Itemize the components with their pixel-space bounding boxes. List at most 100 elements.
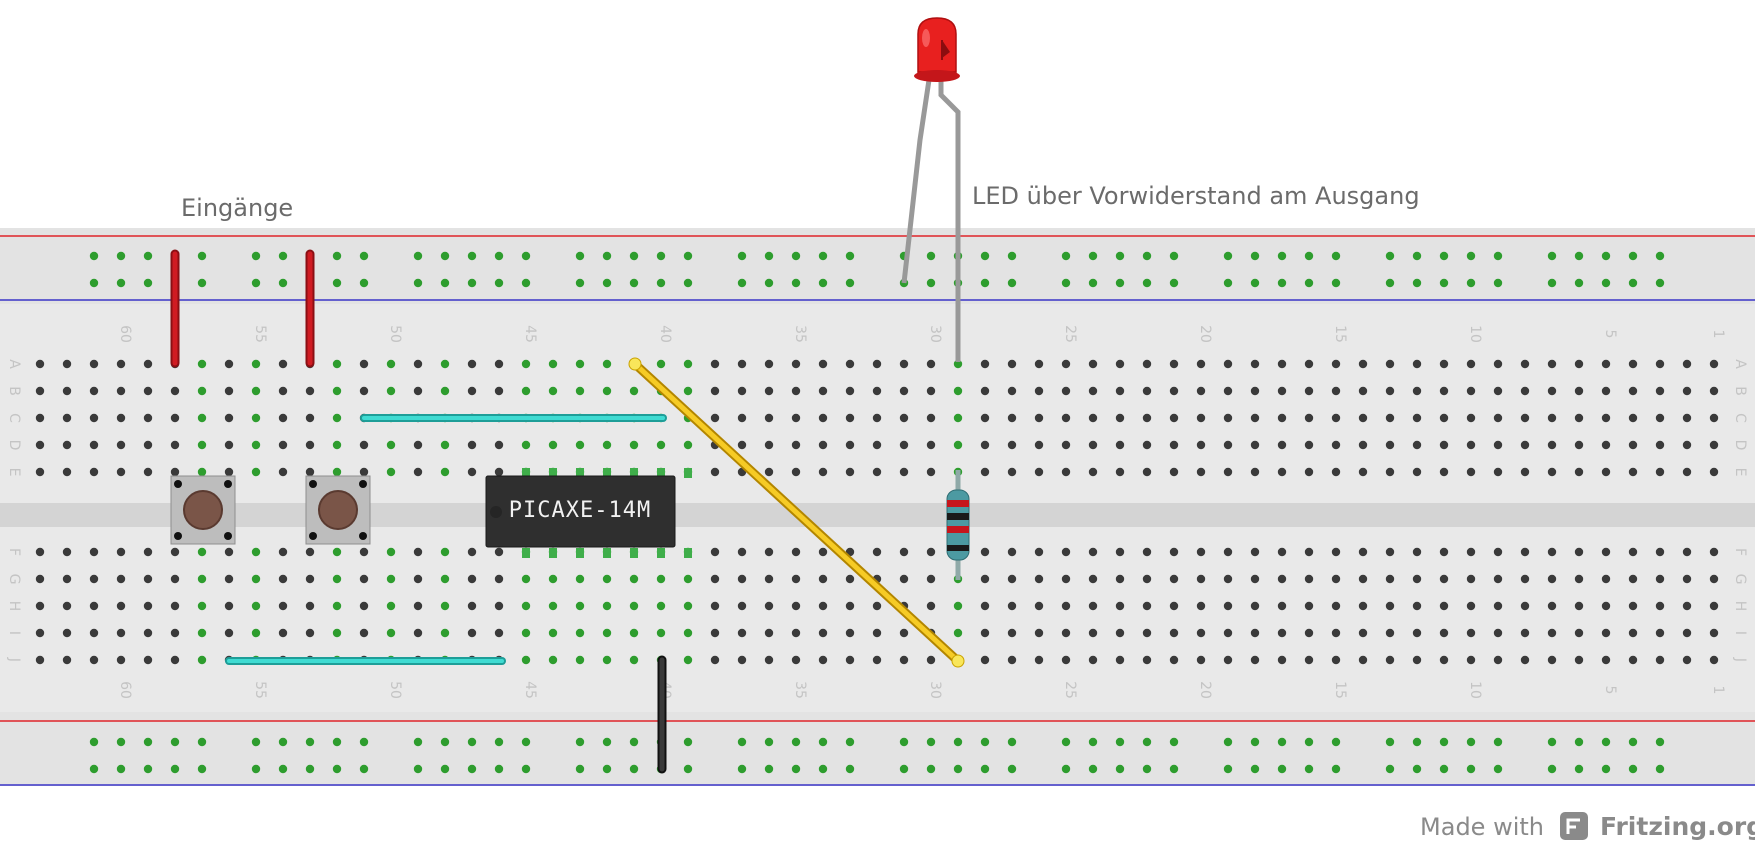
breadboard-hole[interactable] xyxy=(1115,601,1125,611)
rail-hole[interactable] xyxy=(1277,251,1287,261)
breadboard-hole[interactable] xyxy=(35,359,45,369)
rail-hole[interactable] xyxy=(494,278,504,288)
breadboard-hole[interactable] xyxy=(224,467,234,477)
breadboard-hole[interactable] xyxy=(1520,386,1530,396)
breadboard-hole[interactable] xyxy=(1709,547,1719,557)
breadboard-hole[interactable] xyxy=(1196,601,1206,611)
breadboard-hole[interactable] xyxy=(1196,413,1206,423)
rail-hole[interactable] xyxy=(305,737,315,747)
breadboard-hole[interactable] xyxy=(251,440,261,450)
breadboard-hole[interactable] xyxy=(575,386,585,396)
rail-hole[interactable] xyxy=(1601,251,1611,261)
rail-hole[interactable] xyxy=(1115,251,1125,261)
rail-hole[interactable] xyxy=(1277,278,1287,288)
rail-hole[interactable] xyxy=(197,251,207,261)
breadboard-hole[interactable] xyxy=(1061,547,1071,557)
breadboard-hole[interactable] xyxy=(1223,655,1233,665)
breadboard-hole[interactable] xyxy=(1385,628,1395,638)
breadboard-hole[interactable] xyxy=(1439,467,1449,477)
breadboard-hole[interactable] xyxy=(305,386,315,396)
breadboard-hole[interactable] xyxy=(1277,386,1287,396)
rail-hole[interactable] xyxy=(278,764,288,774)
breadboard-hole[interactable] xyxy=(1034,601,1044,611)
breadboard-hole[interactable] xyxy=(710,547,720,557)
breadboard-hole[interactable] xyxy=(899,628,909,638)
rail-hole[interactable] xyxy=(1412,737,1422,747)
rail-hole[interactable] xyxy=(1061,764,1071,774)
breadboard-hole[interactable] xyxy=(1358,440,1368,450)
breadboard-hole[interactable] xyxy=(1682,574,1692,584)
breadboard-hole[interactable] xyxy=(1169,413,1179,423)
breadboard-hole[interactable] xyxy=(1196,655,1206,665)
breadboard-hole[interactable] xyxy=(1007,413,1017,423)
breadboard-hole[interactable] xyxy=(386,467,396,477)
breadboard-hole[interactable] xyxy=(737,601,747,611)
breadboard-hole[interactable] xyxy=(386,601,396,611)
breadboard-hole[interactable] xyxy=(1412,467,1422,477)
breadboard-hole[interactable] xyxy=(1277,413,1287,423)
breadboard-hole[interactable] xyxy=(548,601,558,611)
rail-hole[interactable] xyxy=(1250,251,1260,261)
breadboard-hole[interactable] xyxy=(1358,601,1368,611)
breadboard-hole[interactable] xyxy=(602,386,612,396)
breadboard-hole[interactable] xyxy=(737,359,747,369)
breadboard-hole[interactable] xyxy=(1223,628,1233,638)
breadboard-hole[interactable] xyxy=(359,386,369,396)
breadboard-hole[interactable] xyxy=(1385,601,1395,611)
rail-hole[interactable] xyxy=(1007,251,1017,261)
rail-hole[interactable] xyxy=(1007,764,1017,774)
breadboard-hole[interactable] xyxy=(1007,574,1017,584)
breadboard-hole[interactable] xyxy=(521,628,531,638)
breadboard-hole[interactable] xyxy=(116,386,126,396)
breadboard-hole[interactable] xyxy=(1655,655,1665,665)
breadboard-hole[interactable] xyxy=(1655,547,1665,557)
breadboard-hole[interactable] xyxy=(1412,547,1422,557)
breadboard-hole[interactable] xyxy=(1439,440,1449,450)
breadboard-hole[interactable] xyxy=(521,386,531,396)
rail-hole[interactable] xyxy=(440,764,450,774)
breadboard-hole[interactable] xyxy=(899,467,909,477)
breadboard-hole[interactable] xyxy=(1331,601,1341,611)
rail-hole[interactable] xyxy=(575,764,585,774)
breadboard-hole[interactable] xyxy=(197,574,207,584)
rail-hole[interactable] xyxy=(494,251,504,261)
rail-hole[interactable] xyxy=(440,278,450,288)
breadboard-hole[interactable] xyxy=(1250,359,1260,369)
breadboard-hole[interactable] xyxy=(1601,440,1611,450)
rail-hole[interactable] xyxy=(764,278,774,288)
breadboard-hole[interactable] xyxy=(926,440,936,450)
breadboard-hole[interactable] xyxy=(332,413,342,423)
rail-hole[interactable] xyxy=(1277,737,1287,747)
breadboard-hole[interactable] xyxy=(1061,386,1071,396)
breadboard-hole[interactable] xyxy=(764,601,774,611)
breadboard-hole[interactable] xyxy=(1169,601,1179,611)
breadboard-hole[interactable] xyxy=(1493,547,1503,557)
breadboard-hole[interactable] xyxy=(143,413,153,423)
rail-hole[interactable] xyxy=(1223,251,1233,261)
breadboard-hole[interactable] xyxy=(656,574,666,584)
rail-hole[interactable] xyxy=(251,278,261,288)
breadboard-hole[interactable] xyxy=(1520,413,1530,423)
rail-hole[interactable] xyxy=(926,737,936,747)
breadboard-hole[interactable] xyxy=(1223,359,1233,369)
breadboard-hole[interactable] xyxy=(440,601,450,611)
rail-hole[interactable] xyxy=(1250,764,1260,774)
breadboard-hole[interactable] xyxy=(629,574,639,584)
breadboard-hole[interactable] xyxy=(1169,440,1179,450)
breadboard-hole[interactable] xyxy=(62,413,72,423)
breadboard-hole[interactable] xyxy=(1088,628,1098,638)
breadboard-hole[interactable] xyxy=(872,440,882,450)
breadboard-hole[interactable] xyxy=(683,386,693,396)
breadboard-hole[interactable] xyxy=(1277,628,1287,638)
breadboard-hole[interactable] xyxy=(467,440,477,450)
breadboard-hole[interactable] xyxy=(1682,386,1692,396)
rail-hole[interactable] xyxy=(791,737,801,747)
rail-hole[interactable] xyxy=(602,278,612,288)
breadboard-hole[interactable] xyxy=(1061,440,1071,450)
breadboard-hole[interactable] xyxy=(1439,359,1449,369)
breadboard-hole[interactable] xyxy=(1304,359,1314,369)
breadboard-hole[interactable] xyxy=(1385,574,1395,584)
rail-hole[interactable] xyxy=(305,764,315,774)
breadboard-hole[interactable] xyxy=(1115,386,1125,396)
breadboard-hole[interactable] xyxy=(1439,574,1449,584)
